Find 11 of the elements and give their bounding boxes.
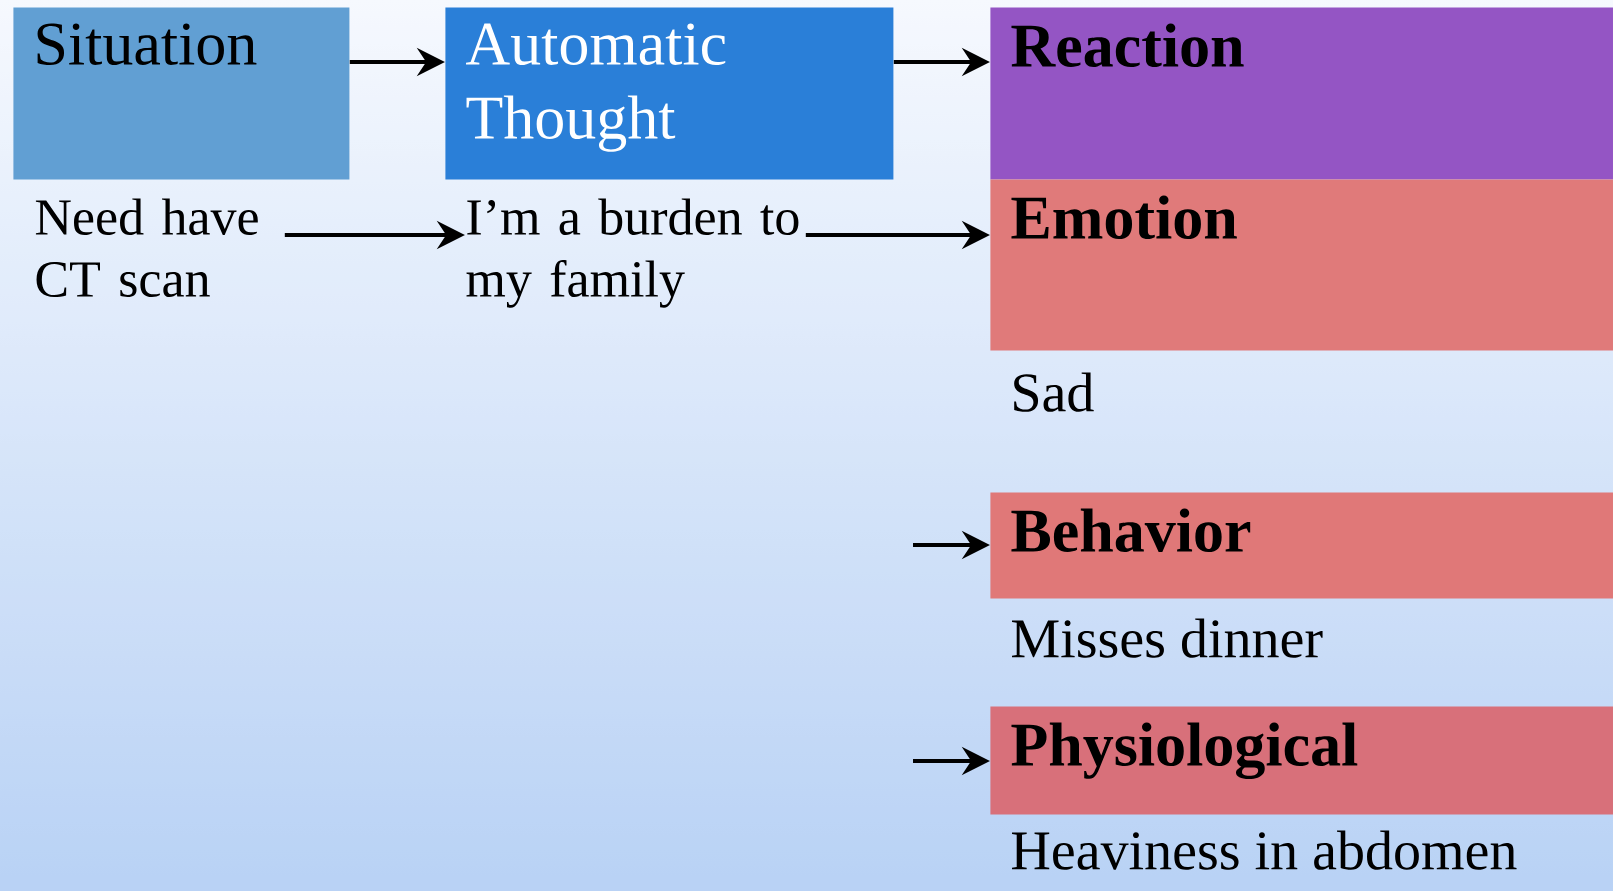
label-box: Emotion (990, 179, 1613, 351)
label-box: Automatic Thought (445, 7, 894, 180)
example-text: I’m a burden to my family (466, 198, 799, 308)
caption-text: Heaviness in abdomen (1012, 830, 1517, 870)
caption-text: Sad (1014, 372, 1094, 412)
label-box: Situation (13, 7, 350, 180)
caption-text: Misses dinner (1012, 618, 1323, 658)
label-box: Physiological (990, 706, 1613, 815)
label-box: Reaction (990, 7, 1613, 180)
label-box: Behavior (990, 492, 1613, 599)
example-text: Need have CT scan (35, 198, 258, 297)
